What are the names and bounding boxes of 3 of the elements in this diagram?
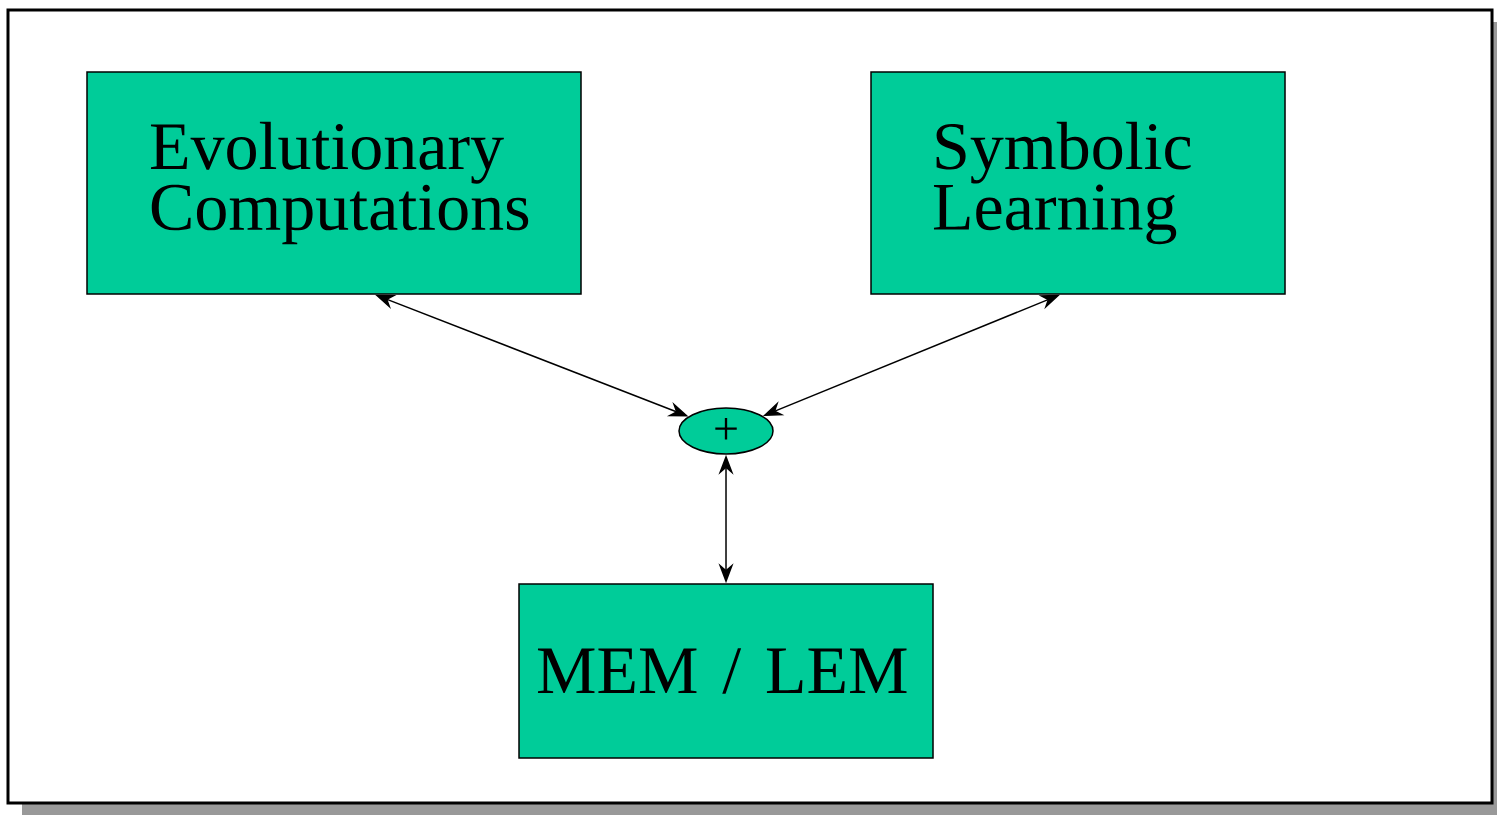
process-box: Evolutionary Computations	[86, 71, 582, 295]
process-box: Symbolic Learning	[870, 71, 1286, 295]
process-box: MEM / LEM	[518, 583, 934, 759]
